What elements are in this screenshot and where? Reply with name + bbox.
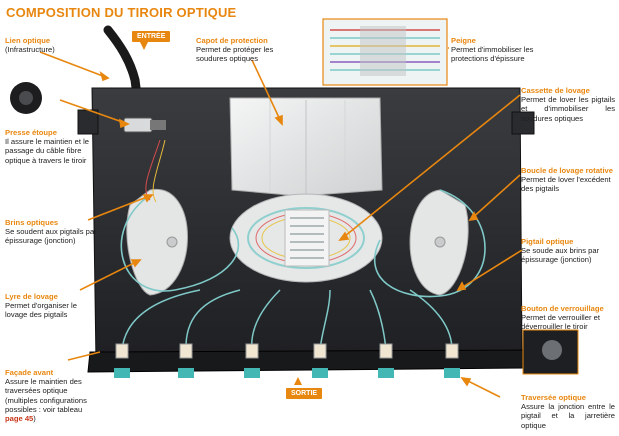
front-panel xyxy=(87,349,527,373)
sortie-arrow xyxy=(294,377,302,385)
label-brins-optiques: Brins optiques Se soudent aux pigtails p… xyxy=(5,218,97,246)
optical-adapters xyxy=(114,343,460,378)
label-presse-etoupe: Presse étoupe Il assure le maintien et l… xyxy=(5,128,89,165)
label-facade-avant: Façade avant Assure le maintien des trav… xyxy=(5,368,87,424)
entree-arrow xyxy=(140,42,148,50)
entree-tag: ENTRÉE xyxy=(132,31,171,42)
label-capot-de-protection: Capot de protection Permet de protéger l… xyxy=(196,36,274,64)
coiling-lyre-left xyxy=(126,189,188,296)
sortie-tag: SORTIE xyxy=(286,388,323,399)
label-bouton-de-verrouillage: Bouton de verrouillage Permet de verroui… xyxy=(521,304,604,332)
page-title: COMPOSITION DU TIROIR OPTIQUE xyxy=(6,5,237,20)
label-boucle-de-lovage: Boucle de lovage rotative Permet de love… xyxy=(521,166,613,194)
label-cassette-de-lovage: Cassette de lovage Permet de lover les p… xyxy=(521,86,615,123)
label-lyre-de-lovage: Lyre de lovage Permet d'organiser le lov… xyxy=(5,292,77,320)
fiber-loop xyxy=(120,194,240,292)
fiber-cable xyxy=(103,25,145,123)
right-bracket xyxy=(511,111,535,135)
cable-gland xyxy=(123,117,153,133)
label-lien-optique: Lien optique (Infrastructure) xyxy=(5,36,55,55)
label-traversee-optique: Traversée optique Assure la jonction ent… xyxy=(521,393,615,430)
label-peigne: Peigne Permet d'immobiliser les protecti… xyxy=(451,36,534,64)
label-pigtail-optique: Pigtail optique Se soude aux brins par é… xyxy=(521,237,600,265)
leader-lines xyxy=(39,47,523,398)
page-reference-link[interactable]: page 45 xyxy=(5,414,34,424)
